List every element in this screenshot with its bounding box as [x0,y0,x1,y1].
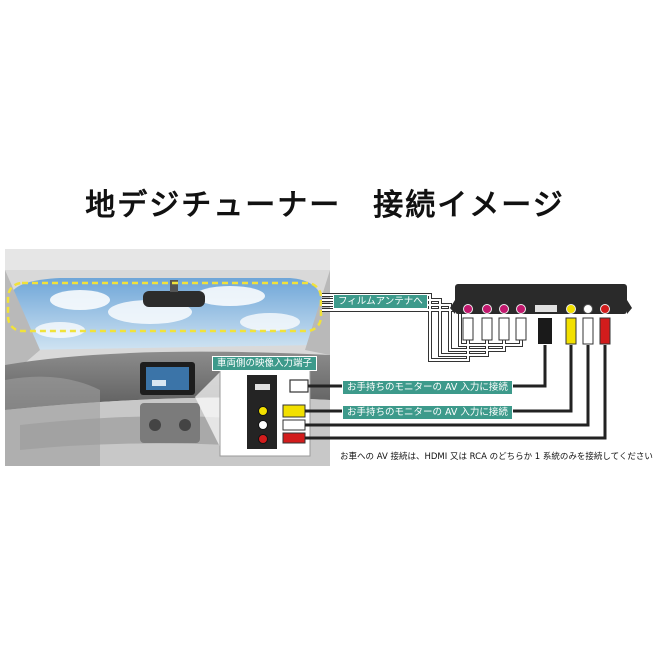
rca-white-jack-icon [258,420,268,430]
vehicle-input-label: 車両側の映像入力端子 [212,356,318,371]
usb-hdmi-plug-icon [289,379,309,393]
film-antenna-outline [6,281,323,333]
hdmi-port-icon [255,384,270,390]
rca-out-yellow-icon [566,304,576,314]
rca-out-white-icon [583,304,593,314]
hdmi-output-port-icon [535,305,557,312]
antenna-jack-2-icon [482,304,492,314]
antenna-jack-1-icon [463,304,473,314]
hdmi-connect-label: お手持ちのモニターの AV 入力に接続 [342,380,513,395]
connection-note: お車への AV 接続は、HDMI 又は RCA のどちらか 1 系統のみを接続し… [340,452,653,462]
rca-out-red-icon [600,304,610,314]
tuner-box [450,284,632,345]
rearview-mirror [143,291,205,307]
antenna-label: フィルムアンテナへ [333,294,428,309]
vehicle-input-panel [195,364,311,457]
rca-red-jack-icon [258,434,268,444]
rca-connect-label: お手持ちのモニターの AV 入力に接続 [342,405,513,420]
antenna-jack-3-icon [499,304,509,314]
rca-yellow-jack-icon [258,406,268,416]
page-title: 地デジチューナー 接続イメージ [85,188,565,223]
antenna-jack-4-icon [516,304,526,314]
